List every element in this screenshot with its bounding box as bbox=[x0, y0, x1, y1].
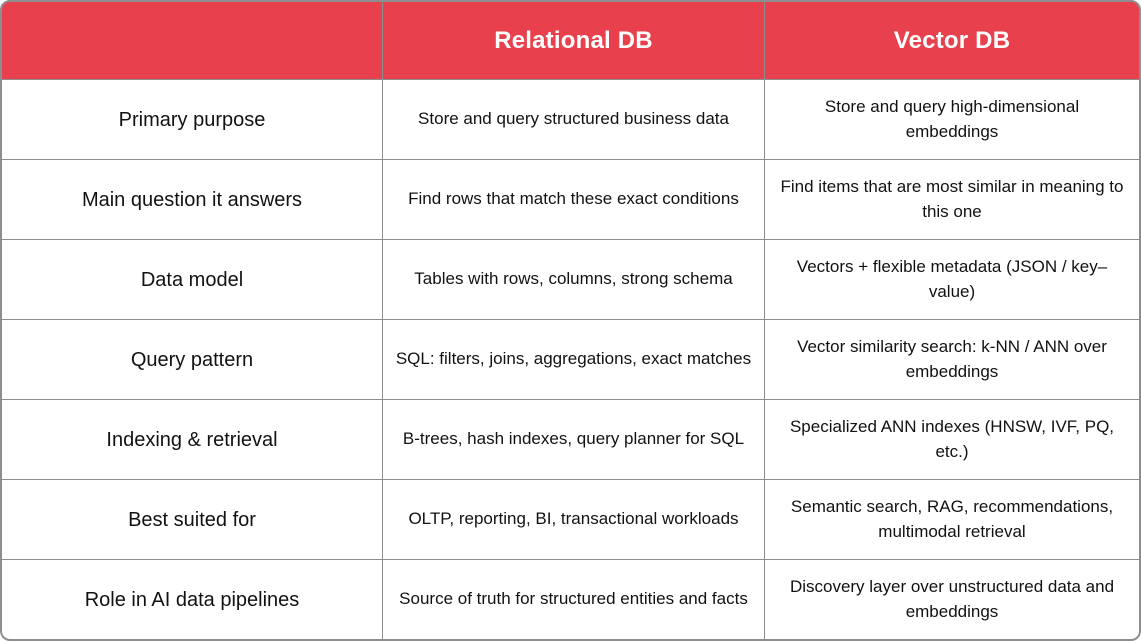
row-label-indexing-retrieval: Indexing & retrieval bbox=[2, 400, 382, 479]
cell-text: Find items that are most similar in mean… bbox=[780, 176, 1124, 221]
relational-cell: OLTP, reporting, BI, transactional workl… bbox=[383, 480, 764, 559]
cell-text: Store and query high-dimensional embeddi… bbox=[824, 96, 1080, 141]
header-empty-cell bbox=[2, 2, 382, 79]
relational-cell: SQL: filters, joins, aggregations, exact… bbox=[383, 320, 764, 399]
cell-text: Find rows that match these exact conditi… bbox=[408, 189, 739, 209]
row-label-main-question: Main question it answers bbox=[2, 160, 382, 239]
row-label-primary-purpose: Primary purpose bbox=[2, 80, 382, 159]
relational-cell: Store and query structured business data bbox=[383, 80, 764, 159]
relational-cell: Find rows that match these exact conditi… bbox=[383, 160, 764, 239]
relational-cell: B-trees, hash indexes, query planner for… bbox=[383, 400, 764, 479]
cell-text: Vector similarity search: k-NN / ANN ove… bbox=[797, 336, 1107, 381]
cell-text: Vectors + flexible metadata (JSON / key–… bbox=[796, 256, 1108, 301]
vector-cell: Semantic search, RAG, recommendations, m… bbox=[765, 480, 1139, 559]
cell-text: OLTP, reporting, BI, transactional workl… bbox=[408, 509, 739, 529]
cell-text: Source of truth for structured entities … bbox=[399, 589, 748, 609]
vector-cell: Vector similarity search: k-NN / ANN ove… bbox=[765, 320, 1139, 399]
cell-text: Discovery layer over unstructured data a… bbox=[789, 576, 1115, 621]
vector-cell: Store and query high-dimensional embeddi… bbox=[765, 80, 1139, 159]
header-vector-db: Vector DB bbox=[765, 2, 1139, 79]
row-label-data-model: Data model bbox=[2, 240, 382, 319]
vector-cell: Find items that are most similar in mean… bbox=[765, 160, 1139, 239]
row-label-role-in-ai-pipelines: Role in AI data pipelines bbox=[2, 560, 382, 639]
header-relational-db: Relational DB bbox=[383, 2, 764, 79]
cell-text: Semantic search, RAG, recommendations, m… bbox=[790, 496, 1114, 541]
vector-cell: Vectors + flexible metadata (JSON / key–… bbox=[765, 240, 1139, 319]
cell-text: Specialized ANN indexes (HNSW, IVF, PQ, … bbox=[789, 416, 1115, 461]
relational-cell: Tables with rows, columns, strong schema bbox=[383, 240, 764, 319]
cell-text: SQL: filters, joins, aggregations, exact… bbox=[395, 349, 752, 369]
vector-cell: Discovery layer over unstructured data a… bbox=[765, 560, 1139, 639]
cell-text: B-trees, hash indexes, query planner for… bbox=[402, 429, 745, 449]
row-label-query-pattern: Query pattern bbox=[2, 320, 382, 399]
relational-cell: Source of truth for structured entities … bbox=[383, 560, 764, 639]
cell-text: Store and query structured business data bbox=[418, 109, 729, 129]
vector-cell: Specialized ANN indexes (HNSW, IVF, PQ, … bbox=[765, 400, 1139, 479]
row-label-best-suited-for: Best suited for bbox=[2, 480, 382, 559]
cell-text: Tables with rows, columns, strong schema bbox=[414, 269, 733, 289]
